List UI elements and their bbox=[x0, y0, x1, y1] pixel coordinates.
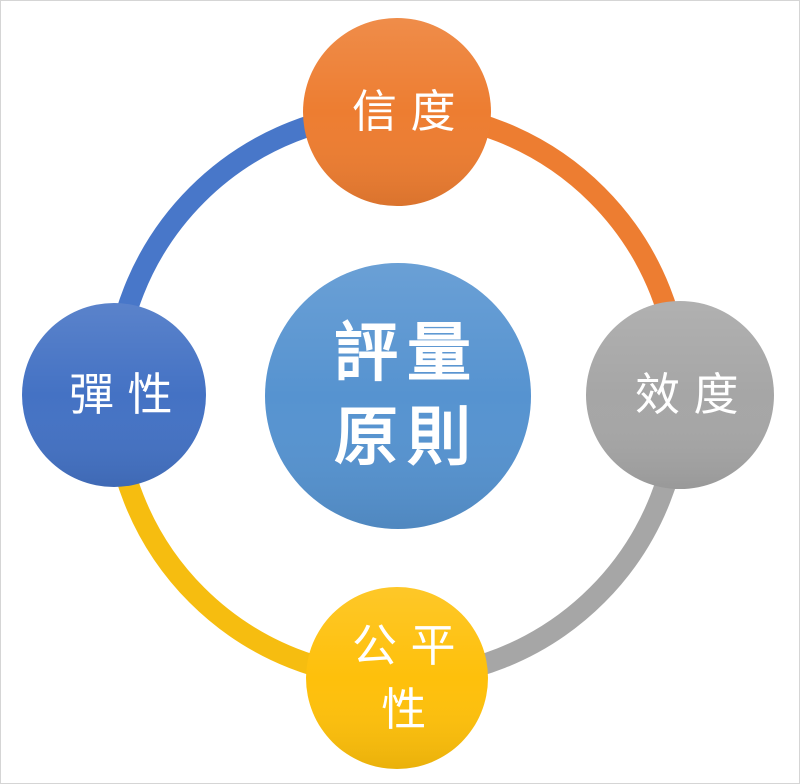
node-circle-top bbox=[303, 18, 491, 206]
node-circle-left bbox=[22, 303, 206, 487]
node-circle-right bbox=[586, 301, 774, 489]
node-circle-bottom bbox=[306, 587, 488, 769]
center-circle bbox=[265, 263, 531, 529]
